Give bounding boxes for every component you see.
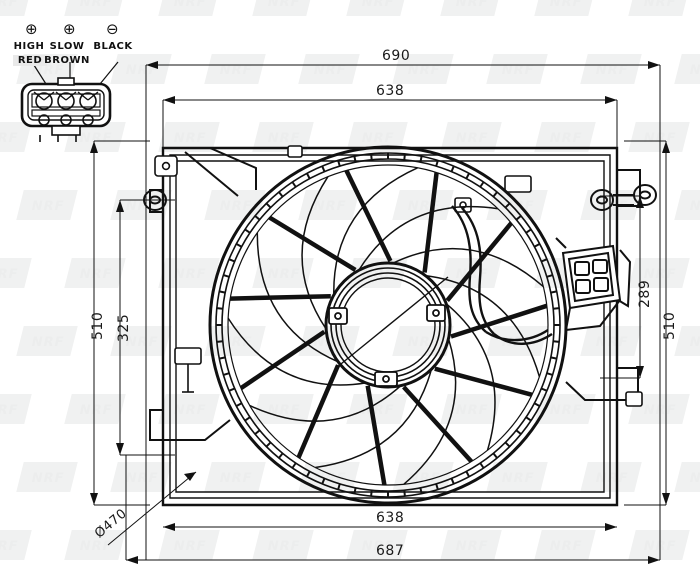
frame-bolt-tabs: [154, 145, 643, 407]
dimension-510-left: 510: [90, 311, 106, 340]
fan-blade-edge: [256, 232, 339, 363]
fan-blade-edge: [403, 338, 457, 485]
pin-label-high: HIGH: [13, 41, 45, 52]
fan-shroud-frame-inner: [169, 154, 611, 499]
hub-bolt-pads: [328, 304, 446, 387]
fan-blade-edge: [333, 167, 418, 295]
fan-blade-spoke: [296, 364, 341, 459]
dimension-687: 687: [376, 543, 405, 559]
fan-blade-edge: [249, 385, 402, 422]
dimension-arrowheads: [90, 61, 670, 564]
wire-color-slow: BROWN: [44, 55, 90, 66]
mounting-grommets: [143, 184, 657, 211]
dimension-325: 325: [116, 313, 132, 342]
dimension-289: 289: [637, 279, 653, 308]
plus-terminal-icon-high: ⊕: [25, 20, 38, 38]
dimension-638-top: 638: [376, 83, 405, 99]
pin-label-slow: SLOW: [49, 41, 85, 52]
fan-blade-spoke: [344, 169, 393, 262]
fan-blade-spoke: [422, 172, 439, 273]
fan-ring-ticks: [216, 153, 560, 497]
fan-shroud-frame: [161, 146, 619, 507]
dimension-690: 690: [382, 48, 411, 64]
dimension-510-right: 510: [662, 311, 678, 340]
fan-blade-edge: [301, 176, 329, 330]
fan-blade-edge: [315, 368, 433, 469]
connector-body: [20, 77, 112, 142]
dimension-638-bottom: 638: [376, 510, 405, 526]
fan-blade-edge: [227, 317, 367, 386]
wiring-harness: [451, 205, 553, 345]
fan-blade-edge: [445, 303, 496, 451]
shroud-connector-housing: [555, 237, 632, 332]
fan-blade-spokes: [230, 169, 548, 486]
fan-blade-edge: [358, 205, 499, 271]
fan-blade-spoke: [450, 303, 548, 339]
dimension-fan-diameter: Ø470: [92, 506, 131, 542]
wire-color-high: RED: [13, 55, 47, 66]
minus-terminal-icon-black: ⊖: [106, 20, 119, 38]
hub-diagonal-line: [335, 276, 449, 369]
fan-blade-spoke: [230, 294, 331, 301]
pin-label-black: BLACK: [93, 41, 133, 52]
fan-blade-spoke: [365, 385, 387, 486]
fan-blade-spoke: [239, 329, 326, 390]
fan-blade-spoke: [402, 385, 474, 464]
fan-blade-spoke: [445, 221, 514, 303]
fan-blade-spoke: [268, 215, 357, 272]
plus-terminal-icon-slow: ⊕: [63, 20, 76, 38]
fan-blade-spoke: [434, 366, 533, 397]
